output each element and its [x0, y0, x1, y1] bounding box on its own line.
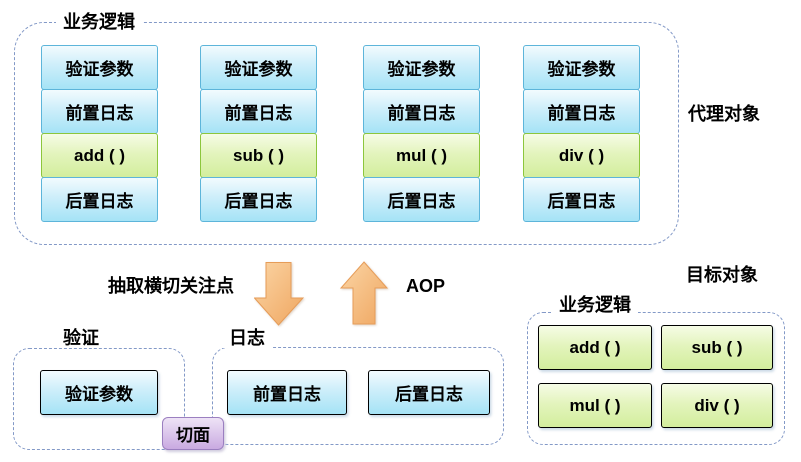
proxy-cell: 后置日志 — [200, 177, 317, 222]
extract-crosscut-label: 抽取横切关注点 — [108, 276, 234, 296]
proxy-cell: 前置日志 — [523, 89, 640, 134]
proxy-cell: 验证参数 — [41, 45, 158, 90]
proxy-column-add: 验证参数 前置日志 add ( ) 后置日志 — [41, 45, 158, 222]
proxy-object-label: 代理对象 — [688, 104, 760, 124]
arrow-down-icon — [254, 262, 304, 326]
arrow-up-icon — [340, 261, 388, 325]
post-log-box: 后置日志 — [368, 370, 490, 415]
validation-param-box: 验证参数 — [40, 370, 158, 415]
proxy-cell: 验证参数 — [200, 45, 317, 90]
proxy-column-mul: 验证参数 前置日志 mul ( ) 后置日志 — [363, 45, 480, 222]
target-method-sub: sub ( ) — [661, 325, 773, 370]
proxy-column-sub: 验证参数 前置日志 sub ( ) 后置日志 — [200, 45, 317, 222]
target-business-logic-label: 业务逻辑 — [552, 295, 638, 315]
aop-label: AOP — [406, 276, 446, 296]
aspect-badge: 切面 — [162, 417, 224, 450]
validation-label: 验证 — [56, 328, 106, 348]
target-method-add: add ( ) — [538, 325, 652, 370]
proxy-cell: 验证参数 — [363, 45, 480, 90]
proxy-cell: 前置日志 — [41, 89, 158, 134]
target-method-div: div ( ) — [661, 383, 773, 428]
proxy-cell: 后置日志 — [363, 177, 480, 222]
proxy-cell-method: div ( ) — [523, 133, 640, 178]
proxy-cell: 前置日志 — [363, 89, 480, 134]
proxy-cell: 前置日志 — [200, 89, 317, 134]
target-object-label: 目标对象 — [686, 265, 758, 285]
proxy-container — [14, 22, 679, 245]
target-method-mul: mul ( ) — [538, 383, 652, 428]
proxy-cell: 后置日志 — [523, 177, 640, 222]
proxy-cell-method: sub ( ) — [200, 133, 317, 178]
target-container — [527, 312, 785, 445]
proxy-cell: 后置日志 — [41, 177, 158, 222]
validation-container — [13, 348, 185, 450]
proxy-business-logic-label: 业务逻辑 — [56, 12, 142, 32]
log-container — [212, 347, 504, 445]
pre-log-box: 前置日志 — [227, 370, 347, 415]
log-label: 日志 — [222, 328, 272, 348]
proxy-cell-method: mul ( ) — [363, 133, 480, 178]
proxy-column-div: 验证参数 前置日志 div ( ) 后置日志 — [523, 45, 640, 222]
proxy-cell-method: add ( ) — [41, 133, 158, 178]
proxy-cell: 验证参数 — [523, 45, 640, 90]
